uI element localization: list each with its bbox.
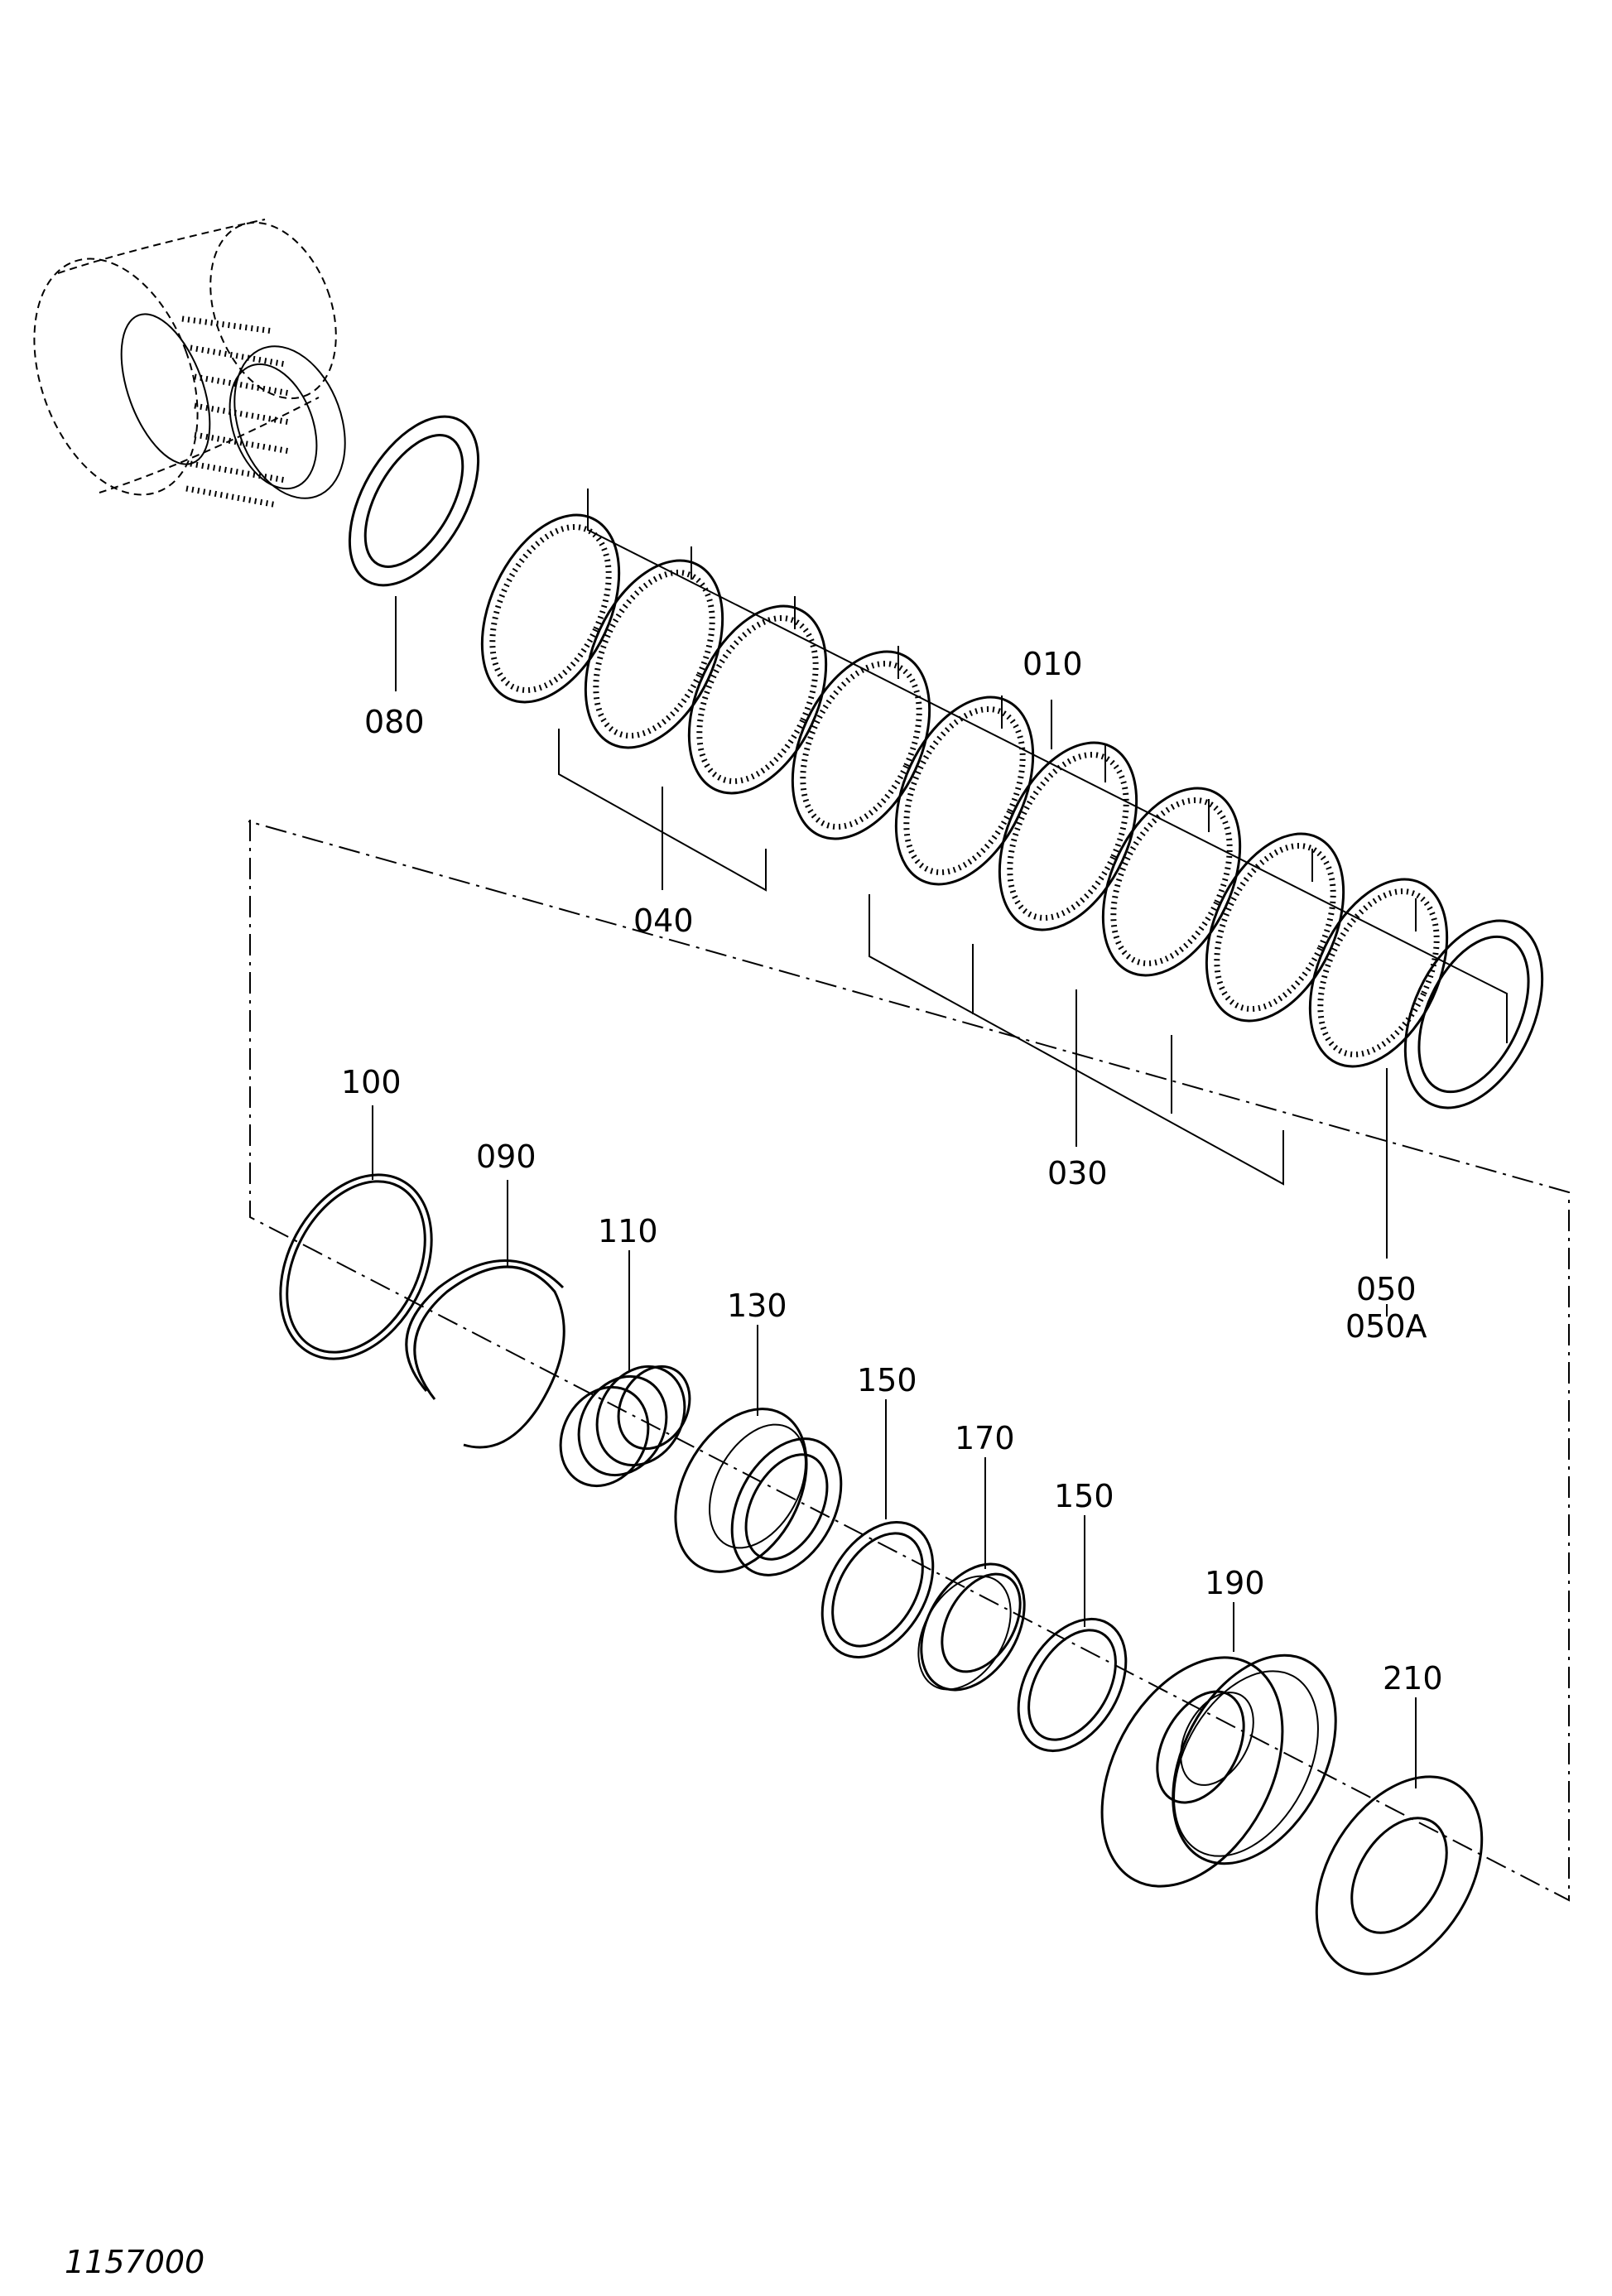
clutch-pack-plates bbox=[480, 513, 1544, 1109]
label-190: 190 bbox=[1205, 1565, 1265, 1601]
bracket-040 bbox=[558, 729, 767, 892]
clutch-drum-housing bbox=[33, 219, 346, 508]
part-110-spring bbox=[559, 1250, 691, 1488]
document-number: 1157000 bbox=[65, 2244, 205, 2280]
label-100: 100 bbox=[341, 1064, 402, 1100]
label-210: 210 bbox=[1383, 1660, 1443, 1697]
part-090-snap-ring bbox=[405, 1180, 565, 1449]
label-150-a: 150 bbox=[857, 1362, 917, 1398]
label-040: 040 bbox=[633, 903, 694, 939]
part-190-hub bbox=[1100, 1602, 1337, 1888]
part-130-piston bbox=[674, 1325, 843, 1576]
label-050: 050 bbox=[1356, 1271, 1417, 1307]
label-030: 030 bbox=[1047, 1155, 1108, 1191]
part-100-ring bbox=[279, 1105, 433, 1360]
label-010: 010 bbox=[1023, 646, 1083, 682]
part-150-washer-b bbox=[1017, 1515, 1128, 1753]
label-090: 090 bbox=[476, 1138, 537, 1175]
label-130: 130 bbox=[727, 1288, 787, 1324]
part-080-washer bbox=[348, 415, 480, 691]
part-150-washer-a bbox=[820, 1399, 935, 1659]
bracket-010 bbox=[587, 489, 1508, 1043]
label-170: 170 bbox=[955, 1420, 1015, 1456]
assembly-outline bbox=[248, 820, 1570, 1902]
label-080: 080 bbox=[364, 704, 425, 740]
label-050a: 050A bbox=[1345, 1308, 1427, 1345]
label-110: 110 bbox=[598, 1213, 658, 1249]
part-210-washer bbox=[1315, 1697, 1484, 1976]
bracket-030 bbox=[869, 894, 1284, 1186]
label-150-b: 150 bbox=[1054, 1478, 1114, 1514]
part-170-bearing bbox=[917, 1457, 1026, 1692]
